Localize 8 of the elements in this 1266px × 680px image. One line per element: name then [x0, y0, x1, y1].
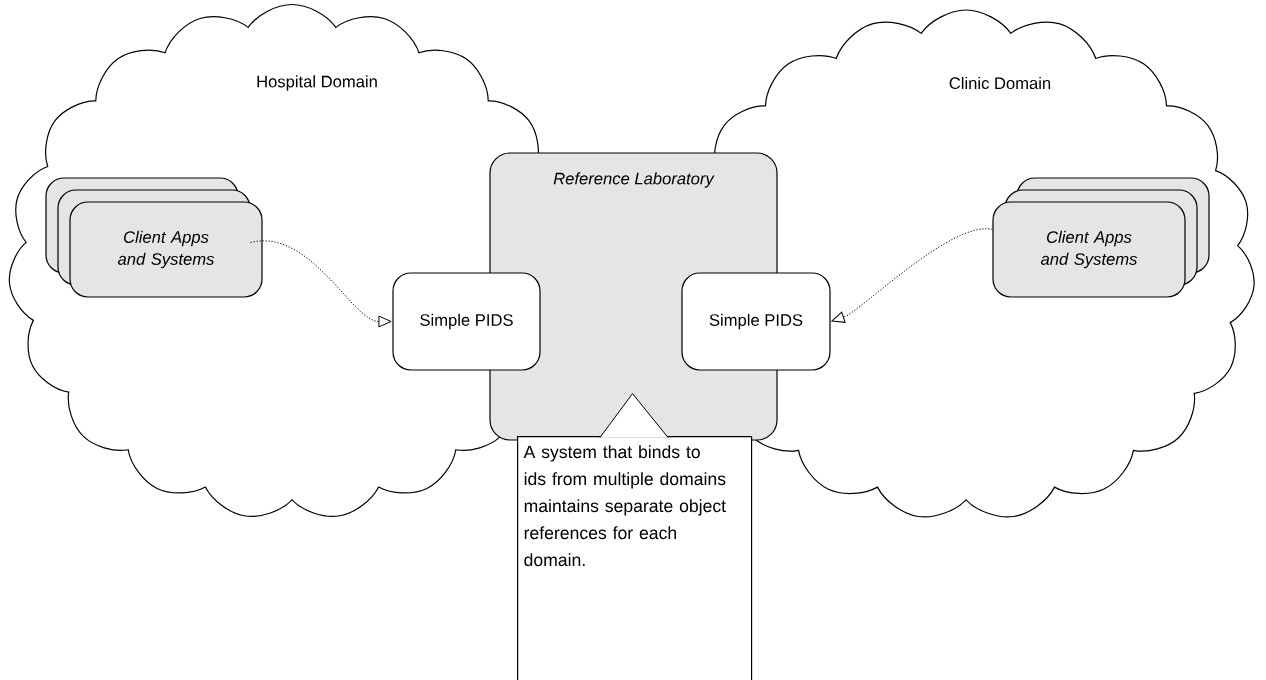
note-box: A system that binds to ids from multiple domains maintains separate object references for each domain.	[517, 436, 753, 680]
stacked-box: Client Apps and Systems	[45, 177, 263, 298]
callout-pointer	[599, 393, 669, 438]
domain-label: Clinic Domain	[949, 76, 1051, 90]
stacked-box: Client Apps and Systems	[992, 177, 1210, 298]
domain-label: Hospital Domain	[257, 75, 377, 91]
arrow	[250, 240, 392, 328]
arrow	[831, 228, 993, 323]
